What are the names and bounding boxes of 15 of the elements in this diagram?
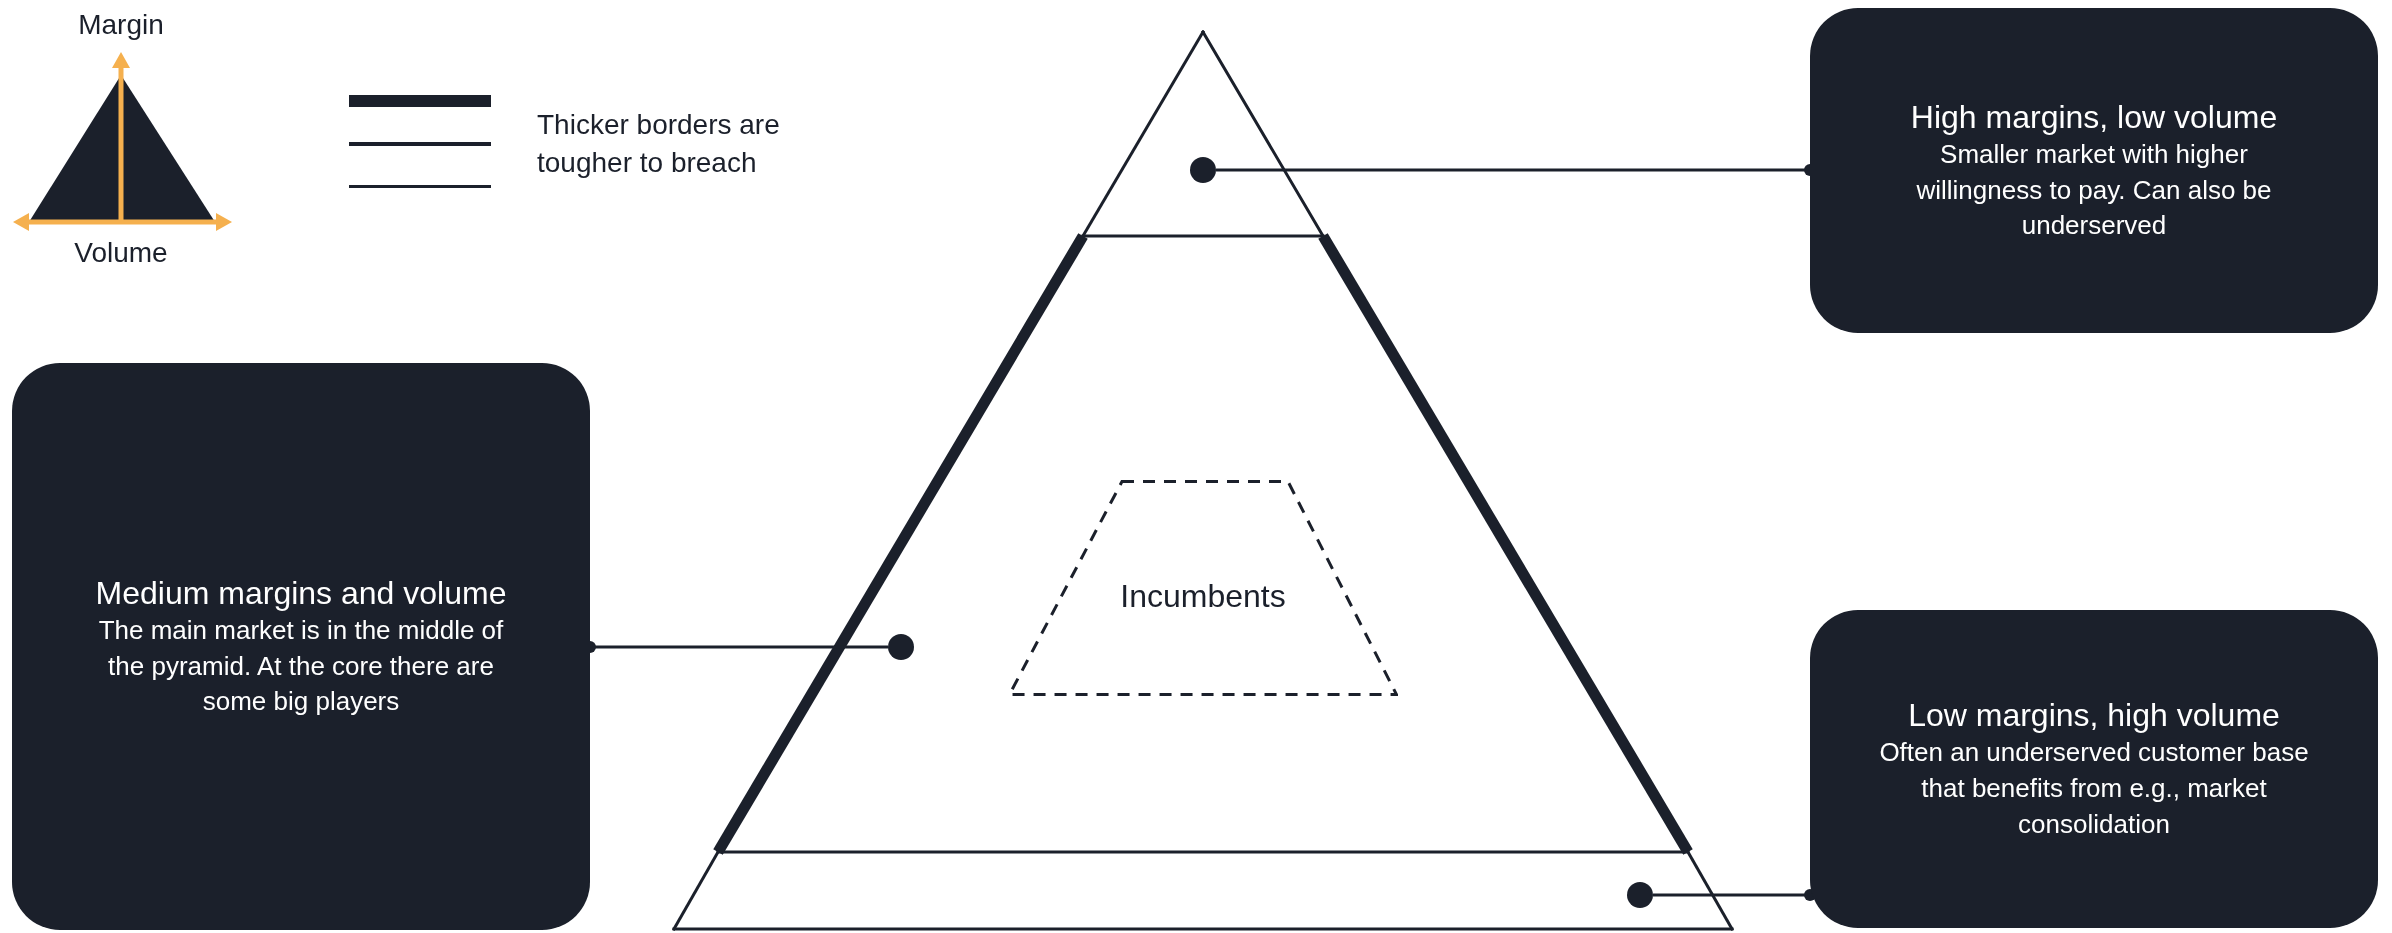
card-description: Often an underserved customer base that benefits from e.g., market consolidation [1878,736,2310,841]
leader-line [1653,889,1816,901]
callout-card [1810,8,2378,333]
dashed-trapezoid [1008,480,1398,696]
callout-card [1810,610,2378,928]
card-description: Smaller market with higher willingness to pay. Can also be underserved [1915,137,2273,243]
axis-label: Volume [73,236,169,270]
axis-label: Margin [77,8,165,42]
card-heading: Low margins, high volume [1908,696,2280,736]
legend-text: Thicker borders are tougher to breach [537,108,781,180]
card-heading: Medium margins and volume [95,573,507,613]
segment-label: Incumbents [1120,577,1286,616]
card-heading: High margins, low volume [1910,97,2278,137]
card-description: The main market is in the middle of the pyramid. At the core there are some big players [97,613,505,719]
callout-card [12,363,590,930]
